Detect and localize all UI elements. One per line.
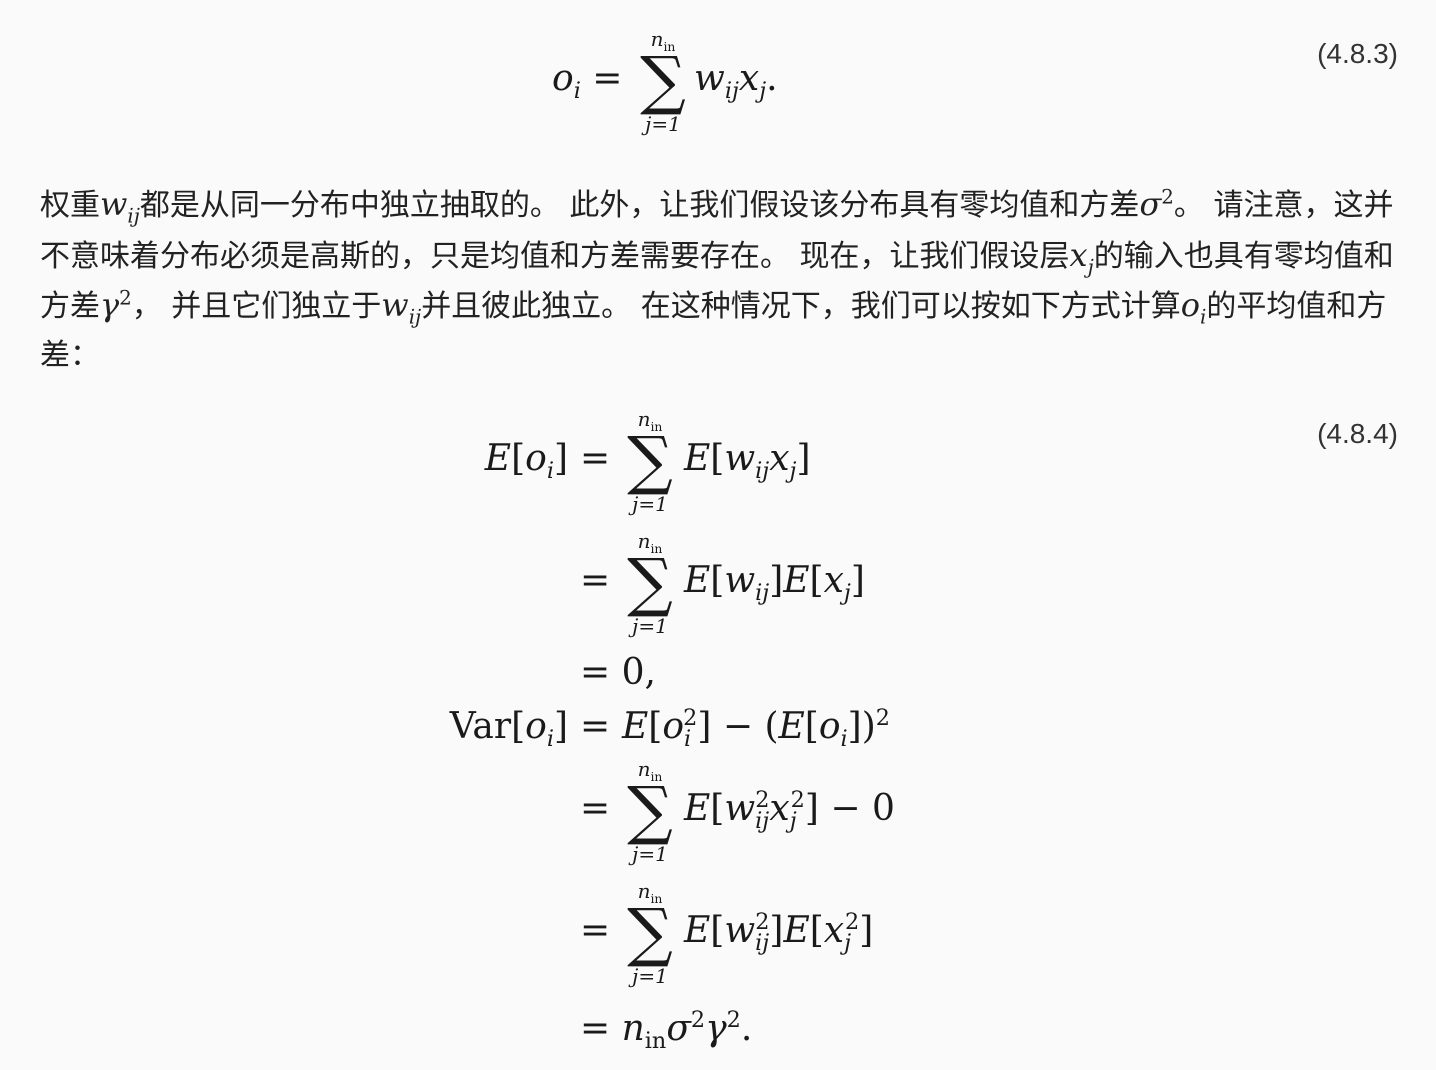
eq2-summation: nin ∑ j=1 (627, 529, 673, 638)
eq2-lhs-variance: Var[oi] (449, 706, 568, 753)
equation-4-8-3: oi = nin ∑ j=1 wijxj. (4.8.3) (0, 0, 1436, 150)
eq1-lhs: oi = (552, 58, 623, 105)
body-paragraph: 权重wij都是从同一分布中独立抽取的。 此外，让我们假设该分布具有零均值和方差σ… (40, 185, 1394, 373)
eq2-final: = ninσ2γ2. (580, 1007, 753, 1055)
equation-number: (4.8.4) (1317, 418, 1398, 449)
eq1-rhs: wijxj. (694, 58, 778, 105)
equation-number: (4.8.3) (1317, 38, 1398, 69)
eq1-summation: nin ∑ j=1 (640, 27, 686, 136)
eq2-zero: = 0, (580, 652, 656, 693)
eq2-summation: nin ∑ j=1 (627, 757, 673, 866)
eq2-summation: nin ∑ j=1 (627, 879, 673, 988)
eq2-summation: nin ∑ j=1 (627, 407, 673, 516)
eq2-lhs-mean: E[oi] (484, 438, 568, 485)
